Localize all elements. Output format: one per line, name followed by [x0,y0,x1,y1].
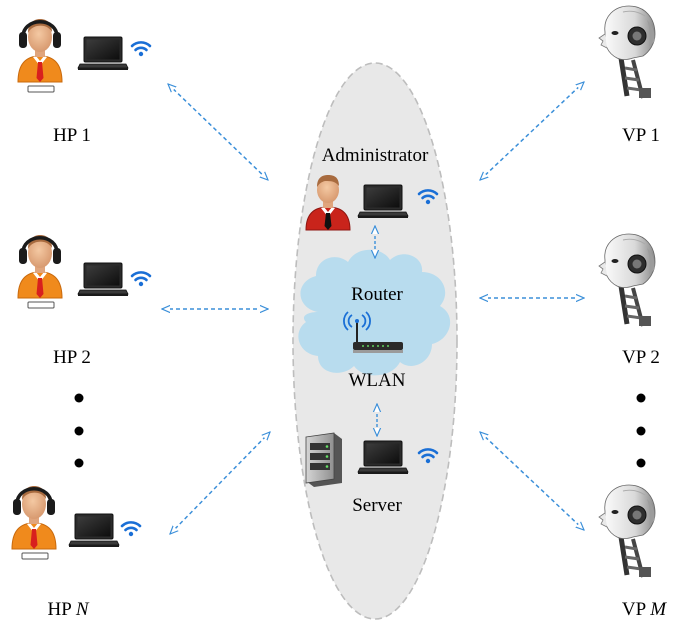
ellipsis-dot [74,458,84,468]
human-label-n: HP N [47,599,89,620]
wifi-icon [130,41,152,58]
robot-label-m: VP M [622,599,667,620]
laptop-icon [77,36,129,71]
link-hp1 [168,84,268,180]
robot-head-icon [599,6,655,98]
server-laptop-icon [357,440,409,475]
admin-label: Administrator [322,145,429,166]
link-hpn [170,432,270,534]
human-label-2: HP 2 [53,347,91,368]
wlan-label: WLAN [349,370,406,391]
ellipsis-dot [74,393,84,403]
human-participant-1 [16,17,152,94]
robot-label-1: VP 1 [622,125,660,146]
link-vpm [480,432,584,530]
human-participant-n [10,484,142,561]
ellipsis-dot [636,393,646,403]
ellipsis-dot [636,426,646,436]
robot-label-2: VP 2 [622,347,660,368]
admin-laptop-icon [357,184,409,219]
server-icon [305,432,343,488]
ellipsis-dot [636,458,646,468]
headphones-person-icon [10,484,58,561]
ellipsis-dot [74,426,84,436]
wlan-cloud [298,249,451,376]
robot-head-icon [599,485,655,577]
laptop-icon [77,262,129,297]
headphones-person-icon [16,233,64,310]
human-label-1: HP 1 [53,125,91,146]
wifi-icon [120,521,142,538]
human-participant-2 [16,233,152,310]
server-label: Server [352,495,402,516]
robot-head-icon [599,234,655,326]
headphones-person-icon [16,17,64,94]
router-label: Router [351,284,403,305]
link-vp1 [480,82,584,180]
wifi-icon [130,271,152,288]
laptop-icon [68,513,120,548]
